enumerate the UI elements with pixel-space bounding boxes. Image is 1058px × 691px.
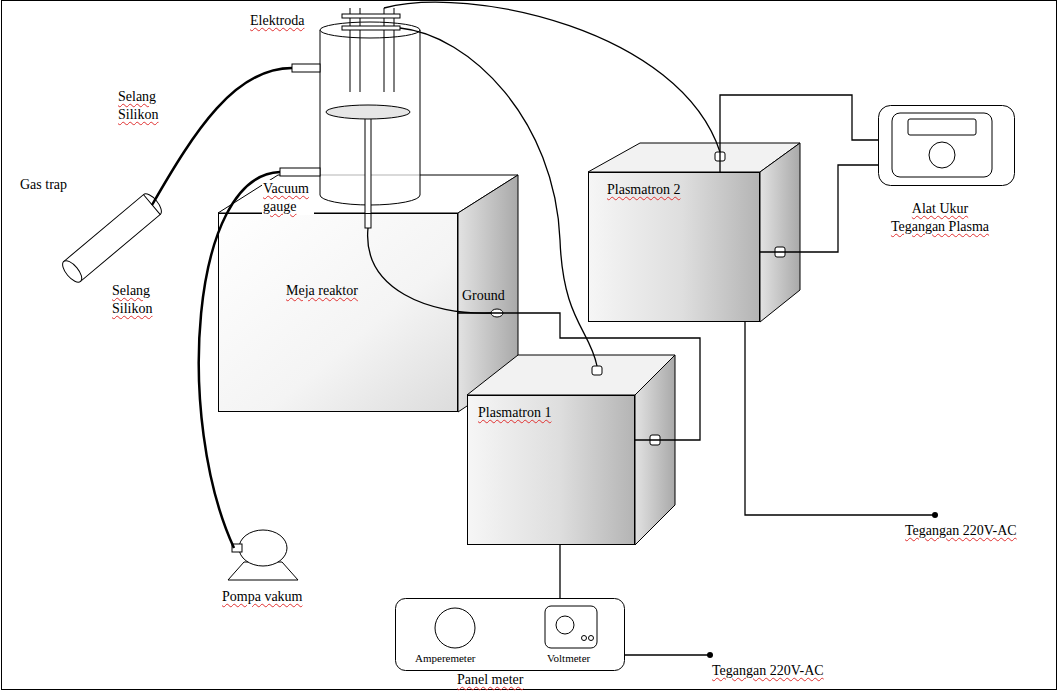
table-label: Meja reaktor [286,282,358,300]
part-label: Elektroda [250,12,304,30]
electrode-assembly [384,8,385,92]
wire-connector [720,95,878,172]
hose-label: Selang Silikon [118,88,180,123]
electric-wire [368,2,935,655]
power-terminal [707,512,938,658]
panel-part [589,636,594,641]
panel-part [545,606,597,648]
meter-outline [878,105,1016,187]
reactor-vessel [292,64,320,72]
electrode-assembly [342,8,400,92]
electric-wire [745,322,935,515]
cable-connector [491,152,785,445]
panel-part [396,599,625,671]
reactor-vessel [280,168,320,176]
silicone-hose [199,172,280,548]
terminal-label: Ground [462,287,505,305]
gas-trap [59,258,85,286]
plasmatron-housing [588,172,760,322]
electrode-assembly [350,8,351,92]
plasmatron-housing [467,143,800,545]
meter-part [892,113,992,177]
supply-label: Tegangan 220V-AC [905,522,1017,540]
part-label: Gas trap [20,176,67,194]
electrode-assembly [394,8,395,92]
meter-part [929,142,955,168]
device-label: Plasmatron 1 [478,404,552,422]
plasmatron-box: Plasmatron 1 [467,395,635,545]
gas-trap [64,195,160,282]
wire-connector [458,313,700,440]
plasmatron-housing [635,355,675,545]
electrode-assembly [342,14,400,18]
wire-connector [559,545,560,598]
hose-label: Selang Silikon [112,282,174,317]
vacuum-pump [239,530,287,566]
power-terminal [932,512,938,518]
instrument-label: Amperemeter [415,652,475,666]
reactor-vessel [365,118,371,228]
reactor-vessel [320,22,420,38]
silicone-hose [152,68,292,548]
electrode-assembly [342,26,400,30]
plasmatron-housing [760,143,800,322]
reactor-table [218,213,458,412]
instrument-label: Voltmeter [547,652,590,666]
power-terminal [707,652,713,658]
part-label: Pompa vakum [222,588,303,606]
supply-label: Tegangan 220V-AC [712,662,824,680]
device-label: Alat Ukur Tegangan Plasma [886,200,994,235]
meter-part [908,119,976,135]
electric-wire [625,654,710,655]
voltage-meter: Alat Ukur Tegangan Plasma [878,105,1018,238]
plasmatron-housing [467,395,635,545]
meter-part [879,106,1015,186]
gas-trap [59,191,165,285]
panel-part [435,608,475,648]
vacuum-pump [228,530,298,580]
electric-wire [384,2,720,152]
wire-connector [760,165,878,252]
meter-panel: Amperemeter VoltmeterPanel meter [395,598,627,691]
panel-part [582,636,587,641]
electric-wire [400,28,597,366]
reactor-table: Meja reaktor [218,213,458,412]
plasmatron-box: Plasmatron 2 [588,172,760,322]
cable-connector [592,366,602,375]
reactor-vessel [326,105,410,119]
panel-label: Panel meter [457,671,523,689]
electrode-assembly [360,8,361,92]
device-label: Plasmatron 2 [607,181,681,199]
part-label: Vacuum gauge [262,180,314,215]
panel-part [556,616,574,634]
